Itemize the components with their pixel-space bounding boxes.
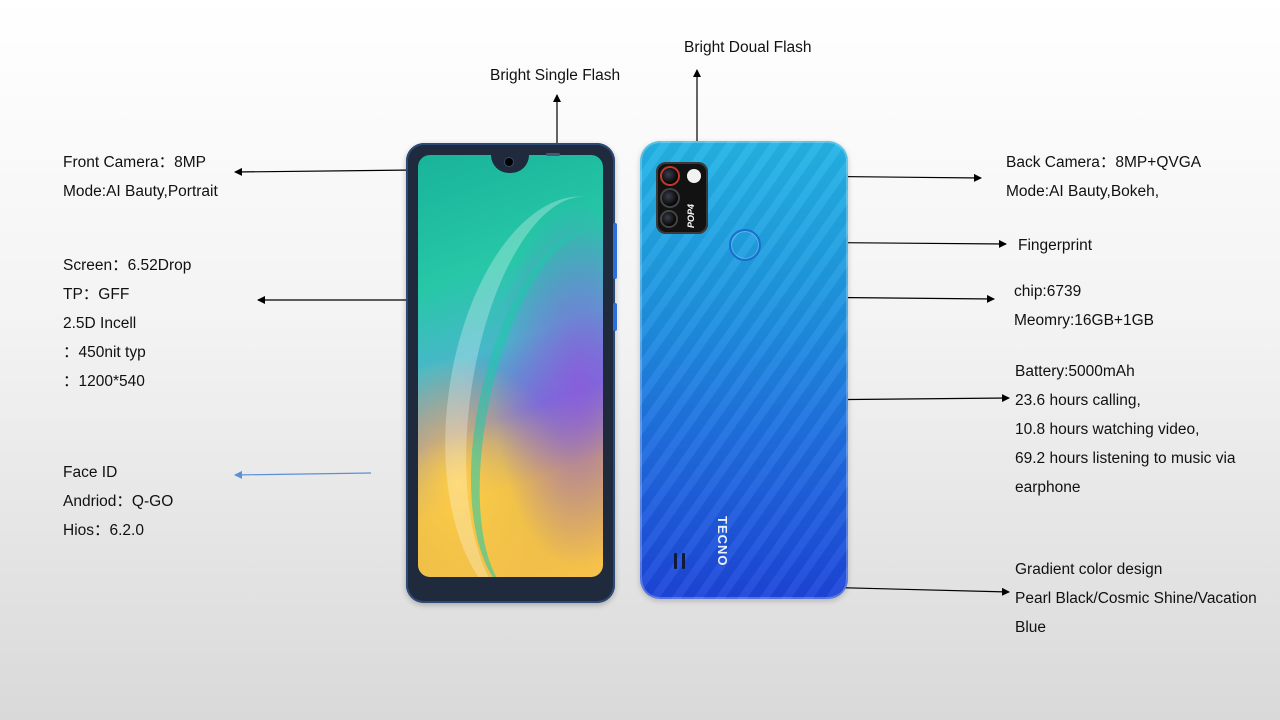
screen-specs-label: Screen：6.52Drop TP：GFF 2.5D Incell ：450n… [63, 257, 192, 390]
speaker-grille-icon [674, 553, 688, 569]
rear-camera-module: POP4 [656, 162, 708, 234]
battery-label: Battery:5000mAh 23.6 hours calling, 10.8… [1015, 363, 1236, 496]
dual-flash-label: Bright Doual Flash [684, 39, 812, 56]
back-camera-label: Back Camera：8MP+QVGA Mode:AI Bauty,Bokeh… [1006, 154, 1202, 200]
front-camera-label: Front Camera：8MP Mode:AI Bauty,Portrait [63, 154, 218, 200]
main-lens-icon [662, 168, 678, 184]
single-flash-label: Bright Single Flash [490, 67, 621, 84]
gradient-design-label: Gradient color design Pearl Black/Cosmic… [1015, 561, 1257, 636]
fingerprint-label: Fingerprint [1018, 237, 1093, 254]
front-camera-icon [505, 158, 513, 166]
waterdrop-notch [491, 155, 529, 173]
brand-logo: TECNO [715, 516, 730, 567]
face-id-label: Face ID Andriod：Q-GO Hios：6.2.0 [63, 464, 174, 539]
secondary-lens-icon [662, 190, 678, 206]
model-badge: POP4 [686, 203, 696, 228]
front-screen-wallpaper [418, 155, 603, 577]
fingerprint-sensor-icon [729, 229, 761, 261]
back-phone-image: POP4 TECNO [640, 141, 848, 599]
earpiece-icon [546, 153, 560, 156]
volume-button [613, 223, 617, 279]
front-phone-image [406, 143, 617, 603]
arrow-face-id [234, 470, 372, 479]
ai-lens-icon [662, 212, 676, 226]
chip-label: chip:6739 Meomry:16GB+1GB [1014, 283, 1154, 329]
dual-flash-icon [687, 169, 701, 183]
power-button [613, 303, 617, 331]
